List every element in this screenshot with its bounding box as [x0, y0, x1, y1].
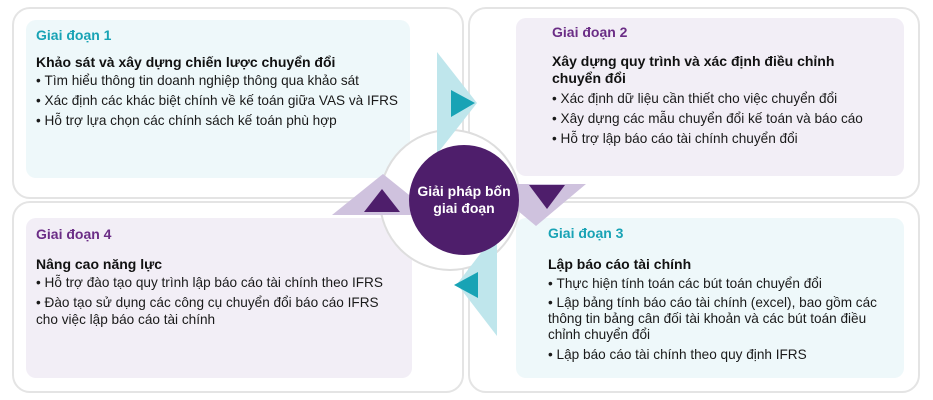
stage-4-label: Giai đoạn 4 [36, 226, 112, 242]
stage-3-item: Lập báo cáo tài chính theo quy định IFRS [548, 346, 884, 363]
stage-3-item: Lập bảng tính báo cáo tài chính (excel),… [548, 295, 884, 343]
stage-2-list: Xác định dữ liệu cần thiết cho việc chuy… [552, 90, 894, 147]
stage-2-item: Hỗ trợ lập báo cáo tài chính chuyển đổi [552, 130, 894, 147]
stage-2-heading: Xây dựng quy trình và xác định điều chỉn… [552, 53, 835, 86]
stage-2-panel: Giai đoạn 2 Xây dựng quy trình và xác đị… [516, 18, 904, 176]
stage-2-label: Giai đoạn 2 [552, 24, 628, 40]
stage-1-label: Giai đoạn 1 [36, 27, 112, 43]
arrow-up-icon [364, 189, 400, 212]
stage-2-item: Xác định dữ liệu cần thiết cho việc chuy… [552, 90, 894, 107]
stage-3-list: Thực hiện tính toán các bút toán chuyển … [548, 275, 884, 363]
stage-2-item: Xây dựng các mẫu chuyển đổi kế toán và b… [552, 110, 894, 127]
stage-3-panel: Giai đoạn 3 Lập báo cáo tài chính Thực h… [516, 218, 904, 378]
stage-4-heading: Nâng cao năng lực [36, 256, 163, 272]
arrow-down-icon [529, 185, 565, 209]
stage-3-item: Thực hiện tính toán các bút toán chuyển … [548, 275, 884, 292]
stage-1-item: Tìm hiểu thông tin doanh nghiệp thông qu… [36, 72, 400, 89]
stage-4-panel: Giai đoạn 4 Nâng cao năng lực Hỗ trợ đào… [26, 218, 412, 378]
stage-1-item: Hỗ trợ lựa chọn các chính sách kế toán p… [36, 112, 400, 129]
stage-1-list: Tìm hiểu thông tin doanh nghiệp thông qu… [36, 72, 400, 129]
stage-4-item: Hỗ trợ đào tạo quy trình lập báo cáo tài… [36, 274, 386, 291]
arrow-left-icon [454, 272, 478, 298]
stage-4-list: Hỗ trợ đào tạo quy trình lập báo cáo tài… [36, 274, 386, 328]
arrow-right-icon [451, 90, 475, 117]
stage-4-item: Đào tạo sử dụng các công cụ chuyển đổi b… [36, 294, 386, 328]
stage-1-heading: Khảo sát và xây dựng chiến lược chuyển đ… [36, 54, 336, 70]
center-label: Giải pháp bốn giai đoạn [409, 145, 519, 255]
stage-1-panel: Giai đoạn 1 Khảo sát và xây dựng chiến l… [26, 20, 410, 178]
stage-3-label: Giai đoạn 3 [548, 225, 624, 241]
stage-1-item: Xác định các khác biệt chính về kế toán … [36, 92, 400, 109]
stage-3-heading: Lập báo cáo tài chính [548, 256, 692, 272]
